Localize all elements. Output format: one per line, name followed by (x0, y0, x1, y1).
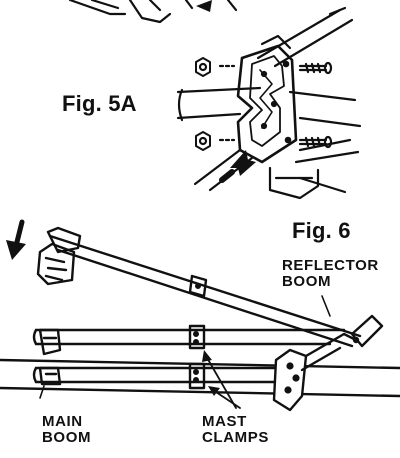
lower-tubes (193, 138, 360, 200)
reflector-boom (36, 226, 384, 348)
mast-clamps-label-line1: MAST (202, 413, 247, 430)
cross-tube (176, 86, 362, 128)
mast-clamps (188, 324, 206, 390)
main-boom-label-line2: BOOM (42, 428, 92, 446)
top-cutoff-parts (68, 0, 238, 24)
main-boom-label: MAIN BOOM (42, 414, 91, 446)
mast-clamps-leaders (202, 350, 241, 409)
reflector-boom-label-line2: BOOM (282, 272, 332, 290)
bracket-plate (236, 44, 298, 164)
mast-clamps-label: MAST CLAMPS (202, 414, 269, 446)
hardware (195, 57, 333, 151)
fig5a-arrow-icon (230, 150, 256, 176)
reflector-boom-label: REFLECTOR BOOM (282, 258, 379, 290)
main-boom-leader (39, 385, 45, 399)
fig6-drawing (0, 219, 400, 412)
mast-clamps-label-line2: CLAMPS (202, 428, 269, 446)
fig6-down-arrow-icon (6, 219, 26, 260)
fig5a-drawing (68, 0, 362, 200)
main-boom (32, 328, 346, 386)
junction-bracket (272, 332, 358, 412)
reflector-boom-label-line1: REFLECTOR (282, 257, 379, 274)
fig5a-label: Fig. 5A (62, 91, 137, 116)
upper-tube (256, 6, 354, 68)
main-boom-label-line1: MAIN (42, 413, 83, 430)
fig6-label: Fig. 6 (292, 218, 351, 243)
reflector-boom-leader (321, 295, 331, 317)
